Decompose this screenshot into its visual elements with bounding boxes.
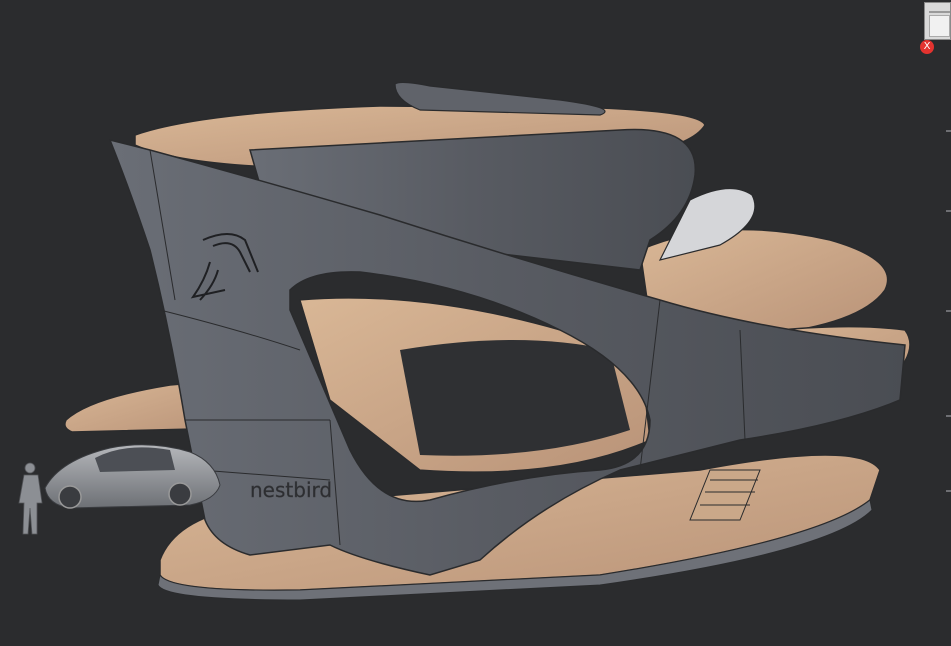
window-thumbnail-icon[interactable] [924, 2, 951, 40]
right-balcony [658, 187, 756, 261]
rail-tick [946, 210, 951, 212]
inner-dark [400, 340, 630, 456]
roof-top [394, 81, 606, 116]
wall-seams [149, 149, 746, 546]
base-platform-edge [157, 499, 873, 601]
human-figure-icon [18, 462, 43, 535]
rail-tick [946, 490, 951, 492]
upper-band [249, 128, 696, 271]
thumbnail-title-bar [929, 11, 950, 13]
main-wall [108, 138, 906, 576]
rail-tick [946, 310, 951, 312]
bird-logo-icon [190, 233, 259, 301]
rail-tick [946, 415, 951, 417]
car-model-icon [44, 444, 221, 509]
rail-tick [946, 130, 951, 132]
close-icon[interactable]: X [920, 40, 934, 54]
scroll-rail[interactable] [946, 120, 951, 540]
thumbnail-preview [929, 15, 950, 37]
staircase [689, 469, 761, 521]
brand-text: nestbird [250, 478, 332, 502]
